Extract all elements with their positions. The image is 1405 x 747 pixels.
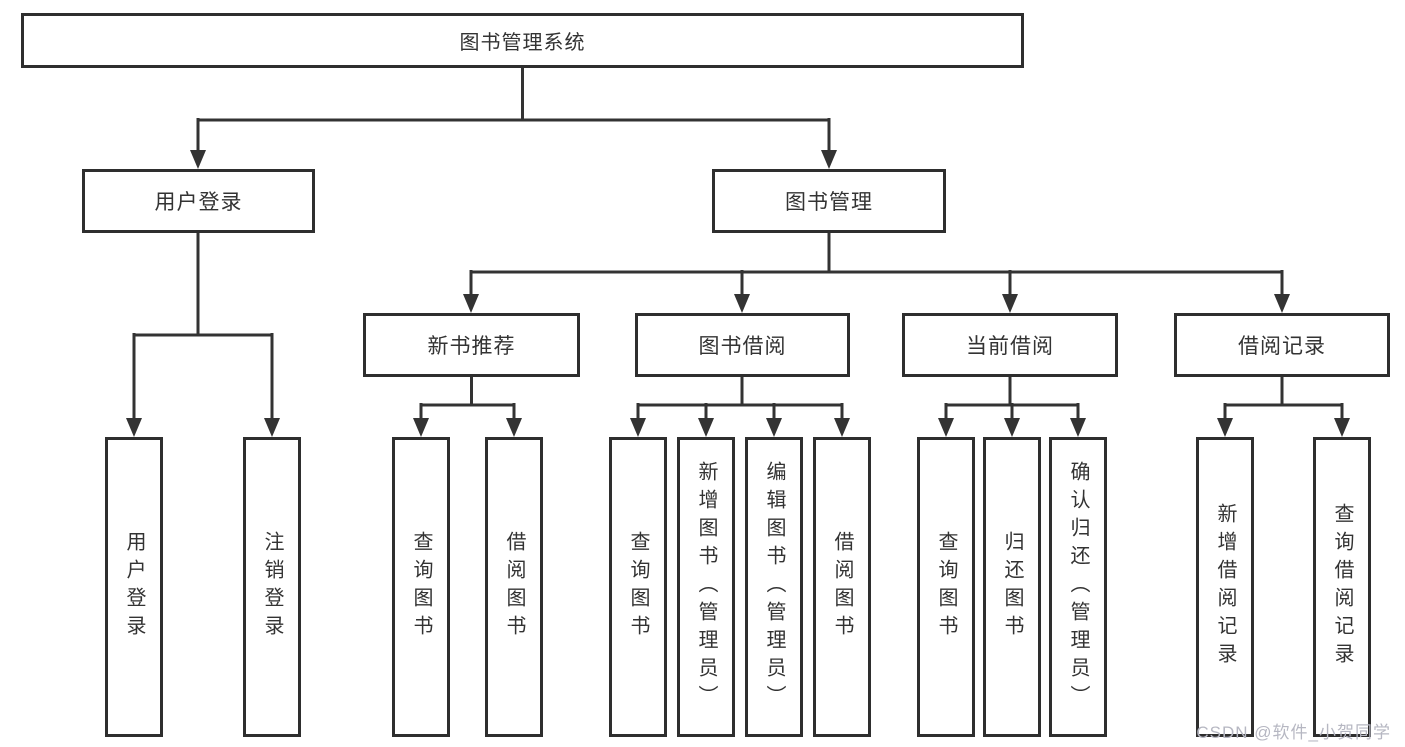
node-label: 借阅图书 <box>503 531 525 643</box>
node-new-book-recommend: 新书推荐 <box>363 313 580 377</box>
leaf-logout-login: 注销登录 <box>243 437 301 737</box>
leaf-user-login: 用户登录 <box>105 437 163 737</box>
leaf-br-add-borrow-record: 新增借阅记录 <box>1196 437 1254 737</box>
node-label: 图书借阅 <box>698 335 787 358</box>
leaf-bb-borrow-book: 借阅图书 <box>813 437 871 737</box>
node-label: 图书管理系统 <box>459 32 586 54</box>
leaf-bb-edit-book-admin: 编辑图书（管理员） <box>745 437 803 737</box>
node-label: 查询借阅记录 <box>1331 503 1353 671</box>
leaf-bb-add-book-admin: 新增图书（管理员） <box>677 437 735 737</box>
node-label: 借阅记录 <box>1238 335 1326 358</box>
node-current-borrow: 当前借阅 <box>902 313 1118 377</box>
node-book-borrow: 图书借阅 <box>635 313 850 377</box>
leaf-cb-return-book: 归还图书 <box>983 437 1041 737</box>
node-label: 图书管理 <box>785 191 873 214</box>
leaf-br-query-borrow-record: 查询借阅记录 <box>1313 437 1371 737</box>
leaf-bb-query-book: 查询图书 <box>609 437 667 737</box>
node-library-management-system: 图书管理系统 <box>21 13 1024 68</box>
node-label: 查询图书 <box>935 531 957 643</box>
leaf-cb-confirm-return-admin: 确认归还（管理员） <box>1049 437 1107 737</box>
node-label: 注销登录 <box>261 531 283 643</box>
node-label: 编辑图书（管理员） <box>763 461 785 713</box>
leaf-nbr-query-book: 查询图书 <box>392 437 450 737</box>
node-label: 用户登录 <box>123 531 145 643</box>
node-borrow-record: 借阅记录 <box>1174 313 1390 377</box>
node-book-management: 图书管理 <box>712 169 946 233</box>
node-label: 用户登录 <box>154 191 243 214</box>
node-label: 查询图书 <box>410 531 432 643</box>
node-label: 借阅图书 <box>831 531 853 643</box>
node-label: 当前借阅 <box>966 335 1054 358</box>
node-label: 归还图书 <box>1001 531 1023 643</box>
node-label: 确认归还（管理员） <box>1067 461 1089 713</box>
node-label: 新书推荐 <box>427 335 516 358</box>
leaf-nbr-borrow-book: 借阅图书 <box>485 437 543 737</box>
csdn-watermark: CSDN @软件_小贺同学 <box>1196 723 1391 742</box>
node-user-login: 用户登录 <box>82 169 315 233</box>
node-label: 查询图书 <box>627 531 649 643</box>
node-label: 新增图书（管理员） <box>695 461 717 713</box>
leaf-cb-query-book: 查询图书 <box>917 437 975 737</box>
node-label: 新增借阅记录 <box>1214 503 1236 671</box>
